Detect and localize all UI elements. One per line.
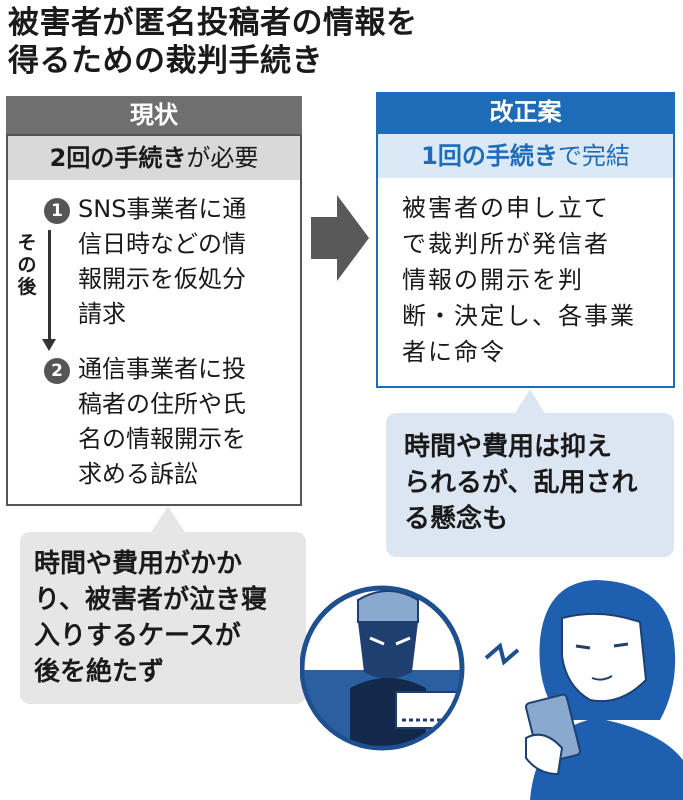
bubble-tail [514,389,546,415]
after-label: そ の 後 [16,232,38,298]
proposal-line: 被害者の申し立て [402,194,610,222]
page-title: 被害者が匿名投稿者の情報を 得るための裁判手続き [8,4,678,80]
bubble-line: 時間や費用がかか [34,549,243,579]
proposal-line: 断・決定し、各事業 [402,302,636,330]
bubble-line: 後を絶たず [34,657,165,687]
proposal-text: 被害者の申し立て で裁判所が発信者 情報の開示を判 断・決定し、各事業 者に命令 [402,190,636,370]
step-1-line: SNS事業者に通 [78,195,247,223]
title-line-1: 被害者が匿名投稿者の情報を [8,5,418,41]
current-problem-bubble: 時間や費用がかか り、被害者が泣き寝 入りするケースが 後を絶たず [20,506,306,704]
proposal-concern-bubble: 時間や費用は抑え られるが、乱用され る懸念も [386,389,674,557]
current-procedure-box: 2回の手続きが必要 1 SNS事業者に通 信日時などの情 報開示を仮処分 請求 … [6,134,302,506]
bubble-line: る懸念も [404,504,509,534]
down-arrow-icon [48,230,51,342]
proposal-sub-rest: で完結 [557,142,630,170]
proposal-header: 改正案 [376,92,675,132]
proposal-sub-bold: 1回の手続き [421,142,558,170]
proposal-concern-text: 時間や費用は抑え られるが、乱用され る懸念も [404,429,637,537]
illustration [300,580,683,800]
step-2-number-badge: 2 [44,358,70,384]
after-label-char: 後 [17,276,37,298]
bubble-line: 時間や費用は抑え [404,432,613,462]
proposal-line: 者に命令 [402,338,506,366]
step-2-line: 求める訴訟 [78,460,198,488]
current-subheader: 2回の手続きが必要 [8,136,300,180]
step-1-line: 請求 [78,300,126,328]
step-1-line: 報開示を仮処分 [78,265,246,293]
step-1-number-badge: 1 [44,198,70,224]
step-1-line: 信日時などの情 [78,230,246,258]
step-2-line: 稿者の住所や氏 [78,390,246,418]
proposal-line: で裁判所が発信者 [402,230,610,258]
proposal-line: 情報の開示を判 [402,266,584,294]
after-label-char: の [17,254,37,276]
anonymous-poster-illustration [300,585,465,751]
title-line-2: 得るための裁判手続き [8,43,323,79]
signal-zigzag [484,642,520,666]
step-2-line: 通信事業者に投 [78,355,246,383]
proposal-procedure-box: 1回の手続きで完結 被害者の申し立て で裁判所が発信者 情報の開示を判 断・決定… [376,132,675,388]
step-2-line: 名の情報開示を [78,425,246,453]
bubble-tail [150,506,186,534]
current-problem-text: 時間や費用がかか り、被害者が泣き寝 入りするケースが 後を絶たず [34,546,267,690]
current-sub-rest: が必要 [186,144,259,172]
right-arrow-icon [311,195,369,281]
step-1-text: SNS事業者に通 信日時などの情 報開示を仮処分 請求 [78,192,303,332]
bubble-line: り、被害者が泣き寝 [34,585,267,615]
bubble-line: 入りするケースが [34,621,241,651]
after-label-char: そ [17,232,37,254]
current-header: 現状 [6,96,302,134]
woman-with-phone-illustration [524,580,683,800]
step-2-text: 通信事業者に投 稿者の住所や氏 名の情報開示を 求める訴訟 [78,352,303,492]
bubble-line: られるが、乱用され [404,468,638,498]
down-arrow-head [42,339,56,351]
current-sub-bold: 2回の手続き [49,144,187,172]
proposal-subheader: 1回の手続きで完結 [378,134,673,178]
